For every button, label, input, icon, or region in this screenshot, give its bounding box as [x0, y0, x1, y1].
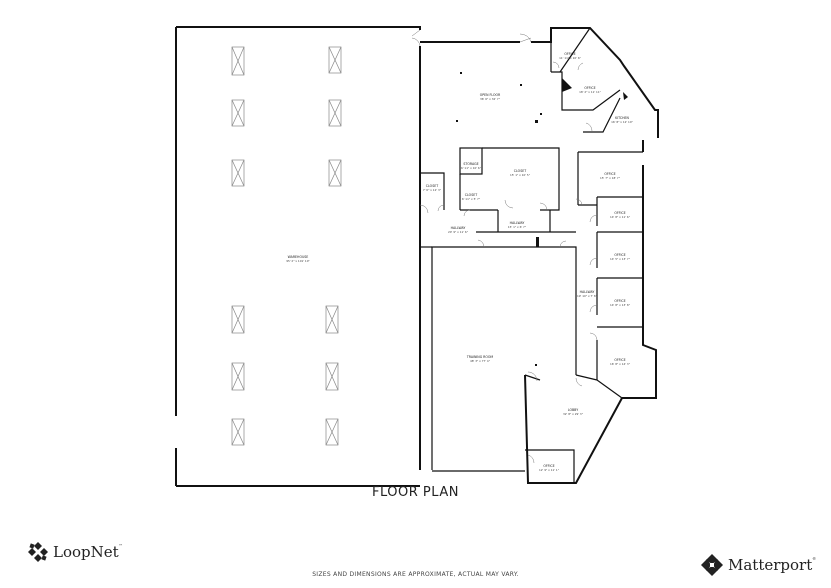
matterport-logo: Matterport®	[700, 553, 816, 577]
loopnet-logo: LoopNet™	[27, 541, 123, 563]
dims-office-lobby: 12' 9" x 11' 1"	[539, 468, 560, 472]
room-labels: WAREHOUSE 95' 2" x 101' 10" OPEN FLOOR 3…	[286, 52, 633, 472]
label-office-2: OFFICE	[584, 86, 595, 90]
dims-office-3: 15' 7" x 18' 7"	[600, 176, 621, 180]
label-hallway-right: HALLWAY	[580, 290, 595, 294]
label-office-7: OFFICE	[614, 358, 625, 362]
label-storage: STORAGE	[463, 162, 478, 166]
label-closet-big: CLOSET	[514, 169, 526, 173]
door-swings	[419, 33, 598, 464]
dims-closet-big: 15' 1" x 10' 5"	[510, 173, 531, 177]
dims-hallway-left: 20' 9" x 11' 6"	[448, 230, 469, 234]
dims-lobby: 32' 8" x 29' 3"	[563, 412, 584, 416]
label-office-4: OFFICE	[614, 211, 625, 215]
label-hallway-mid: HALLWAY	[510, 221, 525, 225]
matterport-logo-icon	[701, 554, 723, 576]
dims-closet-small: 6' 11" x 5' 7"	[462, 197, 481, 201]
label-hallway-left: HALLWAY	[451, 226, 466, 230]
skylights	[231, 46, 342, 446]
dims-open-floor: 36' 6" x 32' 7"	[480, 97, 501, 101]
dims-office-6: 14' 8" x 13' 8"	[610, 303, 631, 307]
dims-office-4: 14' 8" x 11' 6"	[610, 215, 631, 219]
label-office-6: OFFICE	[614, 299, 625, 303]
label-office-lobby: OFFICE	[543, 464, 554, 468]
disclaimer-text: SIZES AND DIMENSIONS ARE APPROXIMATE, AC…	[312, 571, 519, 578]
dims-office-7: 16' 8" x 14' 3"	[610, 362, 631, 366]
label-office-top: OFFICE	[564, 52, 575, 56]
label-training-room: TRAINING ROOM	[466, 355, 494, 359]
dims-kitchen: 16' 8" x 12' 10"	[611, 120, 633, 124]
floor-plan-title: FLOOR PLAN	[372, 485, 459, 500]
dims-office-top: 11' 11" x 10' 6"	[559, 56, 581, 60]
loopnet-logo-icon	[28, 542, 48, 562]
dims-warehouse: 95' 2" x 101' 10"	[286, 259, 310, 263]
warehouse-walls	[175, 26, 421, 487]
label-open-floor: OPEN FLOOR	[480, 93, 501, 97]
loopnet-wordmark: LoopNet™	[53, 543, 123, 561]
label-lobby: LOBBY	[568, 408, 578, 412]
dims-hallway-mid: 15' 1" x 6' 7"	[508, 225, 527, 229]
label-office-5: OFFICE	[614, 253, 625, 257]
label-kitchen: KITCHEN	[615, 116, 629, 120]
dims-closet-left: 7' 6" x 12' 3"	[423, 188, 442, 192]
label-closet-left: CLOSET	[426, 184, 438, 188]
dims-office-2: 18' 2" x 11' 11"	[579, 90, 601, 94]
dims-storage: 6' 11" x 10' 6"	[461, 166, 482, 170]
label-warehouse: WAREHOUSE	[288, 255, 309, 259]
office-wing-walls	[420, 27, 659, 484]
dims-hallway-right: 19' 10" x 7' 8"	[577, 294, 598, 298]
matterport-wordmark: Matterport®	[728, 556, 817, 574]
dims-office-5: 14' 5" x 13' 7"	[610, 257, 631, 261]
label-closet-small: CLOSET	[465, 193, 477, 197]
label-office-3: OFFICE	[604, 172, 615, 176]
dims-training-room: 48' 3" x 77' 4"	[470, 359, 491, 363]
